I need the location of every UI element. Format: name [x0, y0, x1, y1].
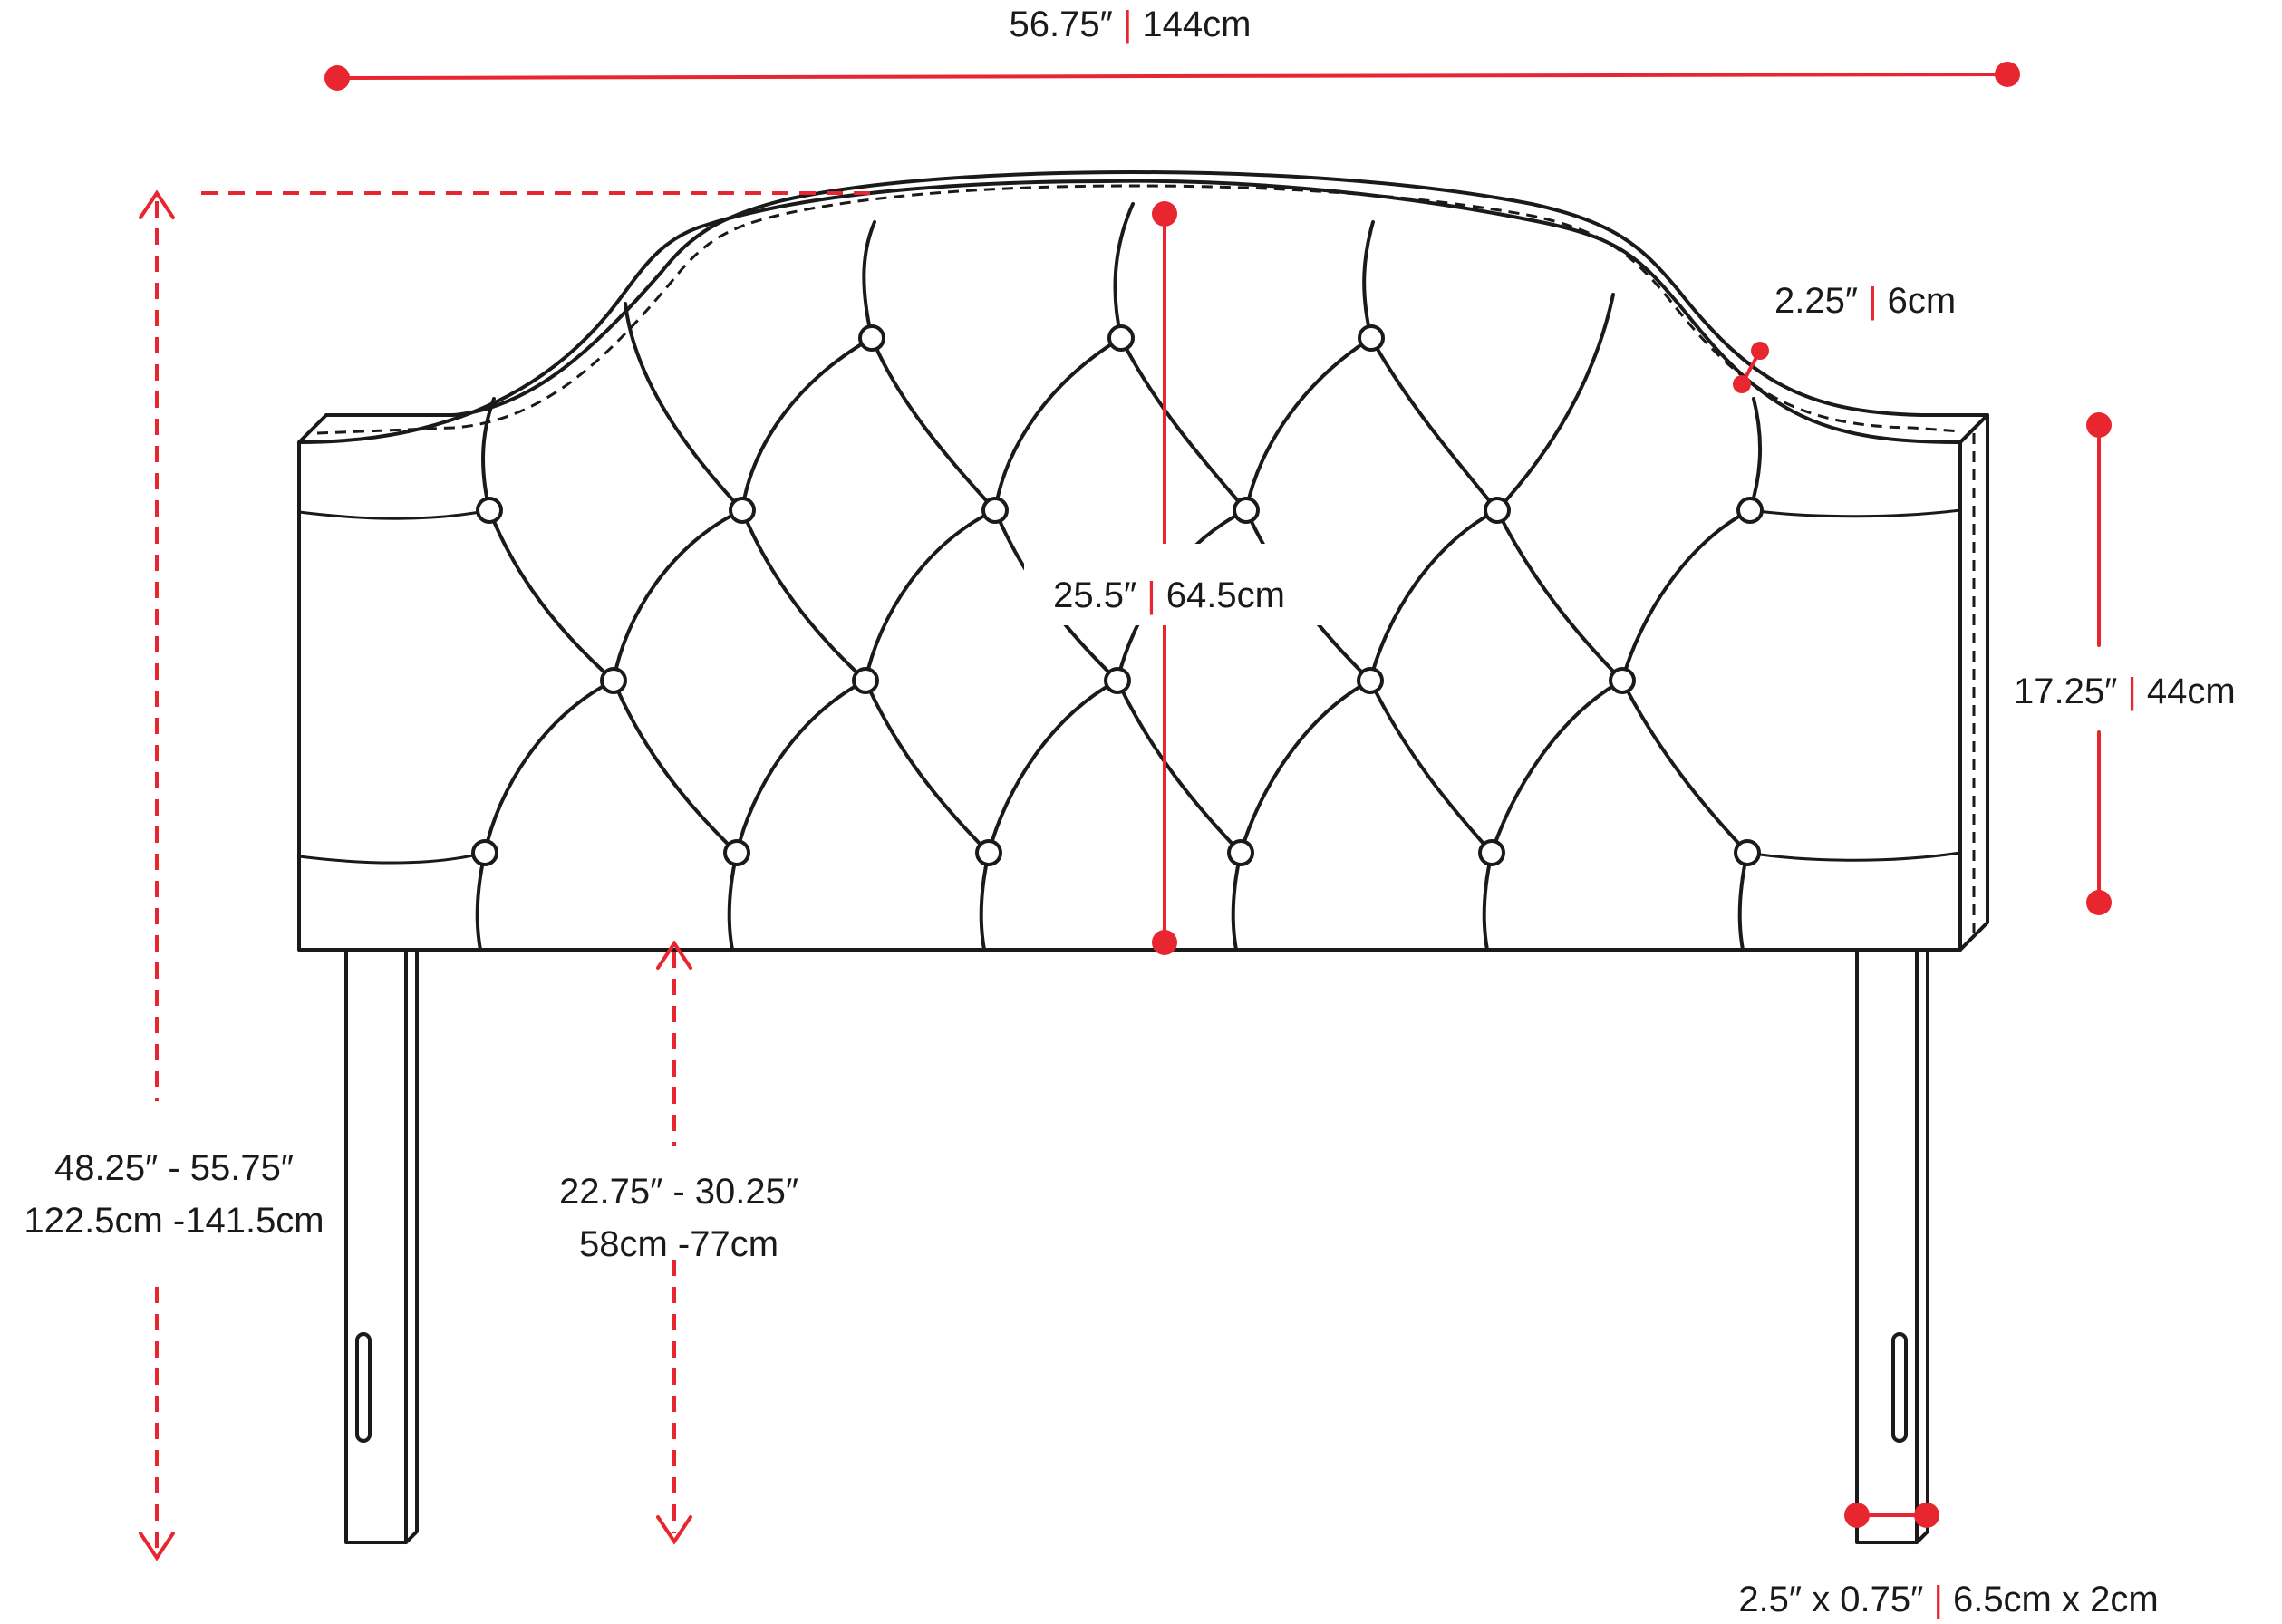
overall-width-label: 56.75″ | 144cm [1010, 5, 1252, 44]
border-thickness-dimension-line [1733, 342, 1769, 393]
tuft-button [1484, 497, 1511, 524]
tuft-button [1227, 839, 1254, 866]
tuft-button [858, 324, 885, 352]
tuft-button [471, 839, 498, 866]
tufting-pattern [471, 202, 1764, 952]
tuft-button [852, 667, 879, 694]
tuft-button [1233, 497, 1260, 524]
tuft-button [476, 497, 503, 524]
headboard-outline [297, 170, 1989, 952]
tuft-button [1478, 839, 1505, 866]
tuft-button [1104, 667, 1131, 694]
right-leg [1855, 948, 1929, 1544]
tuft-button [1609, 667, 1636, 694]
width-dimension-line [324, 62, 2020, 91]
side-height-dimension-line [2086, 412, 2112, 915]
border-thickness-label: 2.25″ | 6cm [1774, 281, 1956, 321]
total-height-dimension-line [139, 189, 877, 1561]
tuft-button [981, 497, 1009, 524]
tuft-button [729, 497, 756, 524]
leg-clearance-imperial-label: 22.75″ - 30.25″ [559, 1172, 798, 1212]
tuft-button [1734, 839, 1761, 866]
leg-size-dimension-line [1844, 1503, 1939, 1528]
tuft-button [1357, 667, 1384, 694]
tuft-button [1358, 324, 1385, 352]
total-height-metric-label: 122.5cm -141.5cm [24, 1201, 324, 1241]
left-leg [344, 948, 419, 1544]
tuft-button [600, 667, 627, 694]
leg-clearance-metric-label: 58cm -77cm [579, 1224, 778, 1264]
tuft-button [723, 839, 750, 866]
panel-height-dimension-line [1024, 201, 1323, 955]
panel-height-label: 25.5″ | 64.5cm [1053, 575, 1285, 615]
leg-size-label: 2.5″ x 0.75″ | 6.5cm x 2cm [1738, 1580, 2158, 1619]
tuft-button [1107, 324, 1135, 352]
side-height-label: 17.25″ | 44cm [2014, 672, 2236, 711]
total-height-imperial-label: 48.25″ - 55.75″ [54, 1148, 294, 1188]
tuft-button [1736, 497, 1764, 524]
channel-lines [297, 508, 1962, 865]
leg-clearance-dimension-line [656, 940, 692, 1545]
tuft-button [975, 839, 1002, 866]
